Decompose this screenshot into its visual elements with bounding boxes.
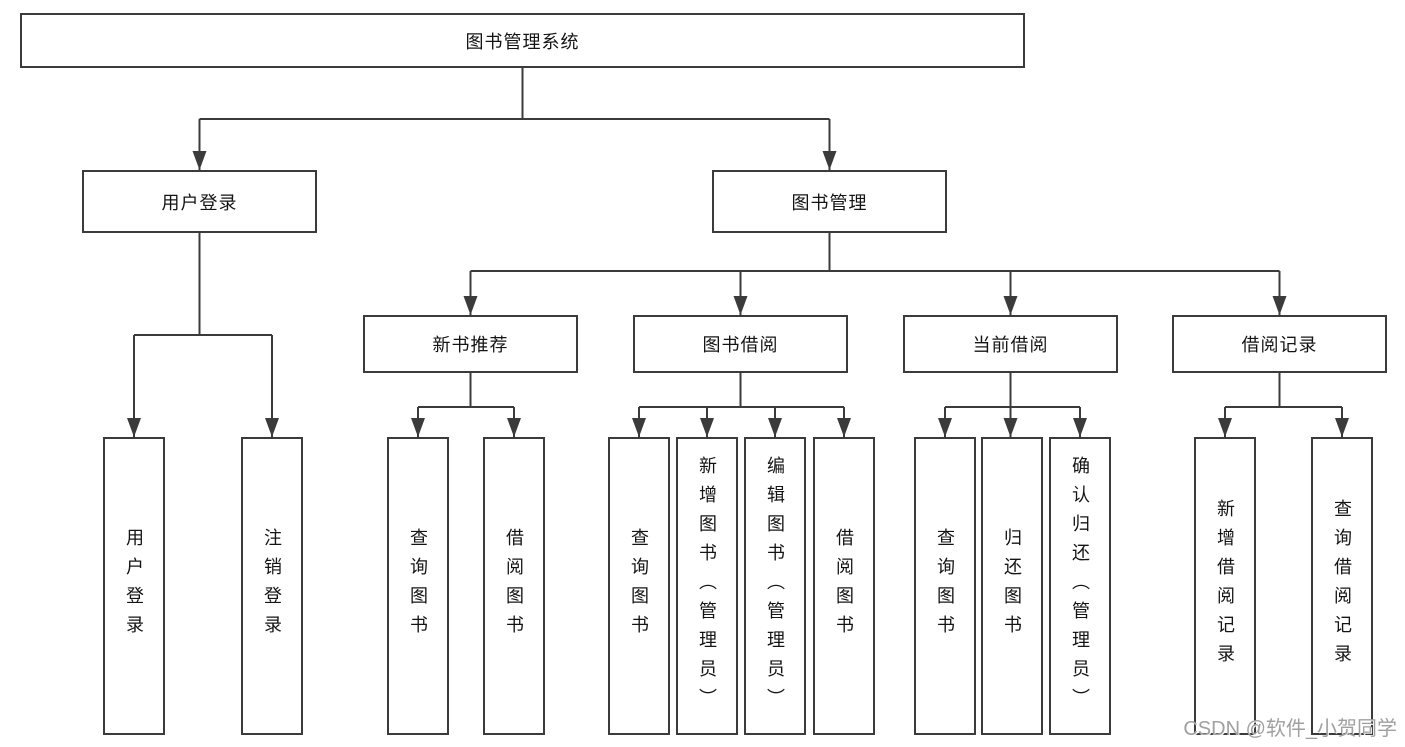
- node-user-login: 用户登录: [82, 170, 317, 233]
- node-book-borrow: 图书借阅: [633, 315, 848, 373]
- csdn-watermark: CSDN @软件_小贺同学: [1183, 718, 1397, 740]
- leaf-recommend-borrow-books: 借阅图书: [483, 437, 545, 735]
- leaf-current-confirm-return-admin: 确认归还（管理员）: [1049, 437, 1111, 735]
- node-book-management: 图书管理: [712, 170, 947, 233]
- leaf-user-login: 用户登录: [103, 437, 165, 735]
- leaf-logout: 注销登录: [241, 437, 303, 735]
- leaf-current-query-books: 查询图书: [914, 437, 976, 735]
- leaf-records-add-record: 新增借阅记录: [1194, 437, 1256, 735]
- node-current-borrow: 当前借阅: [903, 315, 1118, 373]
- leaf-recommend-query-books: 查询图书: [387, 437, 449, 735]
- node-library-system: 图书管理系统: [20, 13, 1025, 68]
- leaf-borrow-edit-books-admin: 编辑图书（管理员）: [744, 437, 806, 735]
- leaf-records-query-record: 查询借阅记录: [1311, 437, 1373, 735]
- node-borrow-records: 借阅记录: [1172, 315, 1387, 373]
- leaf-current-return-books: 归还图书: [981, 437, 1043, 735]
- leaf-borrow-query-books: 查询图书: [608, 437, 670, 735]
- leaf-borrow-borrow-books: 借阅图书: [813, 437, 875, 735]
- leaf-borrow-add-books-admin: 新增图书（管理员）: [676, 437, 738, 735]
- node-new-book-recommend: 新书推荐: [363, 315, 578, 373]
